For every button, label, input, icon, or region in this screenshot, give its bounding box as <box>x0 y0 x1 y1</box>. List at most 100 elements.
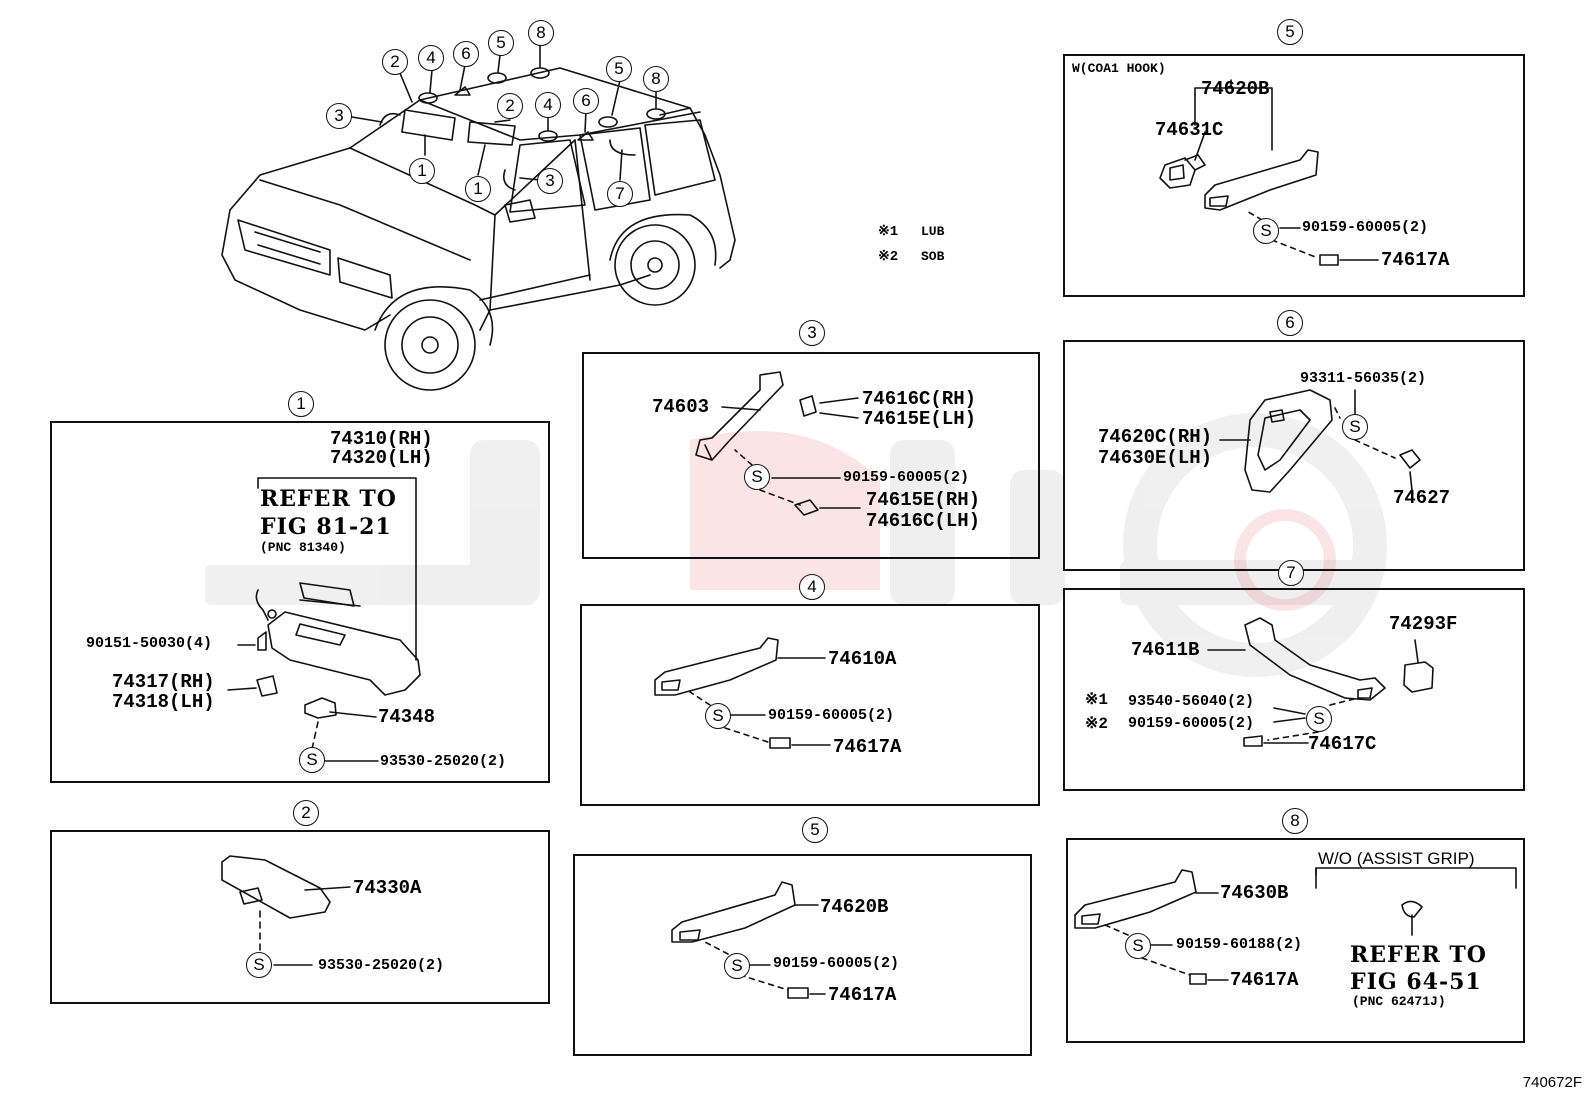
s7-mark2: ※2 <box>1085 715 1109 733</box>
section-2-number: 2 <box>293 800 319 826</box>
legend-text-2: SOB <box>921 249 945 264</box>
s3-c1: 74616C(RH) <box>862 388 977 410</box>
s4-screw: 90159-60005(2) <box>768 707 895 724</box>
s5-s-mark: S <box>724 953 750 979</box>
callout-1: 1 <box>409 158 435 184</box>
s8-refer-pnc: (PNC 62471J) <box>1352 994 1446 1009</box>
s7-grip: 74611B <box>1131 639 1200 661</box>
s2-s-mark: S <box>246 952 272 978</box>
s1-refer-to: REFER TO <box>260 486 397 512</box>
s7-screw2: 90159-60005(2) <box>1128 715 1255 732</box>
section-8-box <box>1066 838 1525 1043</box>
watermark <box>205 413 1387 677</box>
s8-refer-to: REFER TO <box>1350 942 1487 968</box>
s8-refer-fig: FIG 64-51 <box>1350 969 1482 995</box>
s5b-cap: 74617A <box>1381 249 1450 271</box>
callout-2: 2 <box>382 49 408 75</box>
watermark-red <box>690 431 1336 611</box>
s1-refer-fig: FIG 81-21 <box>260 514 392 540</box>
legend-mark-2: ※2 <box>878 249 899 265</box>
s2-screw: 93530-25020(2) <box>318 957 445 974</box>
s8-cap: 74617A <box>1230 969 1299 991</box>
section-1-number: 1 <box>288 391 314 417</box>
section-6-number: 6 <box>1277 310 1303 336</box>
section3-drawing <box>695 371 861 516</box>
callout-4b: 4 <box>535 92 561 118</box>
section4-drawing <box>654 637 831 749</box>
s6-screw: 93311-56035(2) <box>1300 370 1427 387</box>
section-4-number: 4 <box>799 574 825 600</box>
s6-g2: 74630E(LH) <box>1098 447 1213 469</box>
callout-1b: 1 <box>465 176 491 202</box>
s5-cap: 74617A <box>828 984 897 1006</box>
document-id: 740672F <box>1522 1074 1582 1091</box>
s5b-screw: 90159-60005(2) <box>1302 219 1429 236</box>
s1-part-74317: 74317(RH) <box>112 671 215 693</box>
s7-hook: 74293F <box>1389 613 1458 635</box>
section-5b-number: 5 <box>1277 19 1303 45</box>
callout-3: 3 <box>326 103 352 129</box>
section-5b-box <box>1063 54 1525 297</box>
s7-screw1: 93540-56040(2) <box>1128 693 1255 710</box>
s1-part-74318: 74318(LH) <box>112 691 215 713</box>
callout-8: 8 <box>528 20 554 46</box>
callout-4: 4 <box>418 45 444 71</box>
s6-cap: 74627 <box>1393 487 1451 509</box>
s6-s-mark: S <box>1342 414 1368 440</box>
section-5-number: 5 <box>802 817 828 843</box>
s3-c2: 74615E(LH) <box>862 408 977 430</box>
section2-drawing <box>221 855 351 966</box>
s8-screw: 90159-60188(2) <box>1176 936 1303 953</box>
s4-grip: 74610A <box>828 648 897 670</box>
s1-screw: 90151-50030(4) <box>86 635 213 652</box>
callout-8b: 8 <box>643 66 669 92</box>
legend-text-1: LUB <box>921 224 945 239</box>
section-1-box <box>50 421 550 783</box>
s1-clip: 74348 <box>378 706 436 728</box>
callout-6b: 6 <box>573 88 599 114</box>
section-3-box <box>582 352 1040 559</box>
s1-screw2: 93530-25020(2) <box>380 753 507 770</box>
s1-s-mark: S <box>299 747 325 773</box>
callout-3b: 3 <box>537 168 563 194</box>
s2-visor: 74330A <box>353 877 422 899</box>
s7-s-mark: S <box>1306 706 1332 732</box>
s3-c3: 74615E(RH) <box>866 489 981 511</box>
s8-grip: 74630B <box>1220 882 1289 904</box>
section-7-box <box>1063 588 1525 791</box>
s8-s-mark: S <box>1125 933 1151 959</box>
s3-screw: 90159-60005(2) <box>843 469 970 486</box>
s7-cap: 74617C <box>1308 733 1377 755</box>
s4-cap: 74617A <box>833 736 902 758</box>
s1-part-rh: 74310(RH) <box>330 428 433 450</box>
section5-drawing <box>671 881 826 999</box>
section7-drawing <box>1207 617 1434 747</box>
section-3-number: 3 <box>799 320 825 346</box>
section-2-box <box>50 830 550 1004</box>
section6-drawing <box>1219 389 1421 493</box>
s8-wo-label: W/O (ASSIST GRIP) <box>1318 849 1475 868</box>
s7-mark1: ※1 <box>1085 691 1109 709</box>
s5-screw: 90159-60005(2) <box>773 955 900 972</box>
callout-7: 7 <box>607 181 633 207</box>
s5-grip: 74620B <box>820 896 889 918</box>
vehicle-overview <box>221 44 736 391</box>
callout-5b: 5 <box>606 56 632 82</box>
section-8-number: 8 <box>1282 808 1308 834</box>
section-5-box <box>573 854 1032 1056</box>
section5b-drawing <box>1159 79 1379 266</box>
s1-part-lh: 74320(LH) <box>330 447 433 469</box>
s1-refer-pnc: (PNC 81340) <box>260 540 346 555</box>
s6-g1: 74620C(RH) <box>1098 426 1213 448</box>
s3-grip: 74603 <box>652 396 710 418</box>
section8-drawing <box>1074 867 1517 985</box>
section1-drawing <box>227 477 421 762</box>
callout-6: 6 <box>453 41 479 67</box>
callout-2b: 2 <box>497 93 523 119</box>
legend-mark-1: ※1 <box>878 224 899 240</box>
s3-s-mark: S <box>744 464 770 490</box>
s5b-hook: 74631C <box>1155 119 1224 141</box>
s4-s-mark: S <box>705 703 731 729</box>
